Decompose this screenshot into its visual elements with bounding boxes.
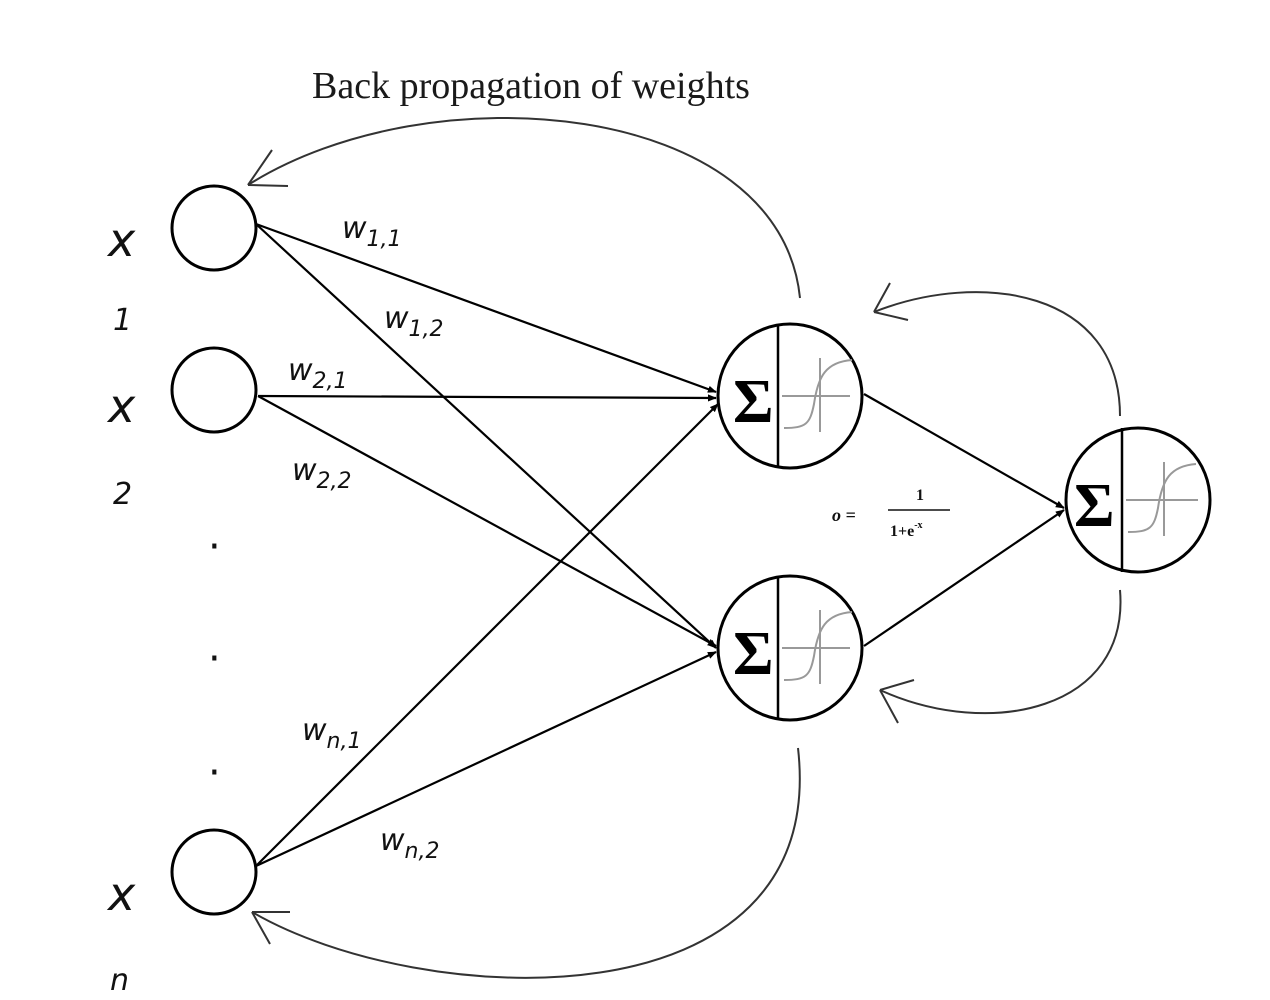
ellipsis-dot: · xyxy=(208,524,221,570)
hidden-neuron-1: Σ xyxy=(716,322,864,470)
diagram-title: Back propagation of weights xyxy=(312,65,750,107)
input-node-2 xyxy=(170,346,258,434)
backprop-arc-right-bottom xyxy=(879,589,1122,715)
backprop-arrows xyxy=(247,116,1122,979)
backprop-arc-top xyxy=(247,116,801,299)
formula-denominator: 1+e-x xyxy=(890,520,923,540)
hidden-neuron-2: Σ xyxy=(716,574,864,722)
output-neuron: Σ xyxy=(1064,426,1212,574)
ellipsis-dot: · xyxy=(208,636,221,682)
sum-symbol: Σ xyxy=(1074,472,1115,540)
sigmoid-icon xyxy=(1126,462,1198,536)
input-labels: x 1 x 2 x n xyxy=(106,213,136,998)
sigmoid-formula: o = 1 1+e-x xyxy=(832,487,950,540)
input-label-2-index: 2 xyxy=(113,477,132,512)
backprop-arrowhead-right-top xyxy=(873,282,909,321)
backprop-arrowhead-top xyxy=(247,149,289,187)
input-node-n xyxy=(170,828,258,916)
weight-edges xyxy=(255,222,1065,867)
backprop-arrowhead-bottom xyxy=(251,911,290,945)
weight-label-1-2: w1,2 xyxy=(384,301,444,342)
input-node-1 xyxy=(170,184,258,272)
weight-label-n-2: wn,2 xyxy=(380,823,439,864)
sigmoid-icon xyxy=(782,358,853,432)
weight-label-n-1: wn,1 xyxy=(302,713,361,754)
edge-x1-h2 xyxy=(255,223,717,649)
input-label-n-symbol: x xyxy=(106,867,136,921)
sum-symbol: Σ xyxy=(733,620,774,688)
weight-label-2-1: w2,1 xyxy=(288,353,348,394)
edge-x1-h1 xyxy=(255,222,717,394)
sigmoid-icon xyxy=(782,610,853,684)
weight-label-1-1: w1,1 xyxy=(342,211,402,252)
input-label-1-index: 1 xyxy=(113,303,132,338)
edge-h1-out xyxy=(863,393,1065,509)
backprop-arrowhead-right-bottom xyxy=(879,679,915,724)
input-label-2-symbol: x xyxy=(106,379,136,433)
weight-label-2-2: w2,2 xyxy=(292,453,352,494)
input-layer xyxy=(170,184,258,916)
formula-lhs: o = xyxy=(832,505,856,525)
backprop-arc-bottom xyxy=(251,747,801,979)
ellipsis-dot: · xyxy=(208,750,221,796)
sum-symbol: Σ xyxy=(733,368,774,436)
input-label-1-symbol: x xyxy=(106,213,136,267)
input-label-n-index: n xyxy=(110,963,129,998)
ellipsis: · · · xyxy=(208,524,221,796)
edge-xn-h1 xyxy=(255,403,719,867)
edge-h2-out xyxy=(863,509,1065,647)
weight-labels: w1,1 w1,2 w2,1 w2,2 wn,1 wn,2 xyxy=(288,211,444,864)
edge-x2-h1 xyxy=(257,394,717,402)
backprop-arc-right-top xyxy=(873,291,1121,417)
formula-numerator: 1 xyxy=(916,487,924,504)
edge-x2-h2 xyxy=(257,395,717,647)
edge-xn-h2 xyxy=(255,651,717,867)
